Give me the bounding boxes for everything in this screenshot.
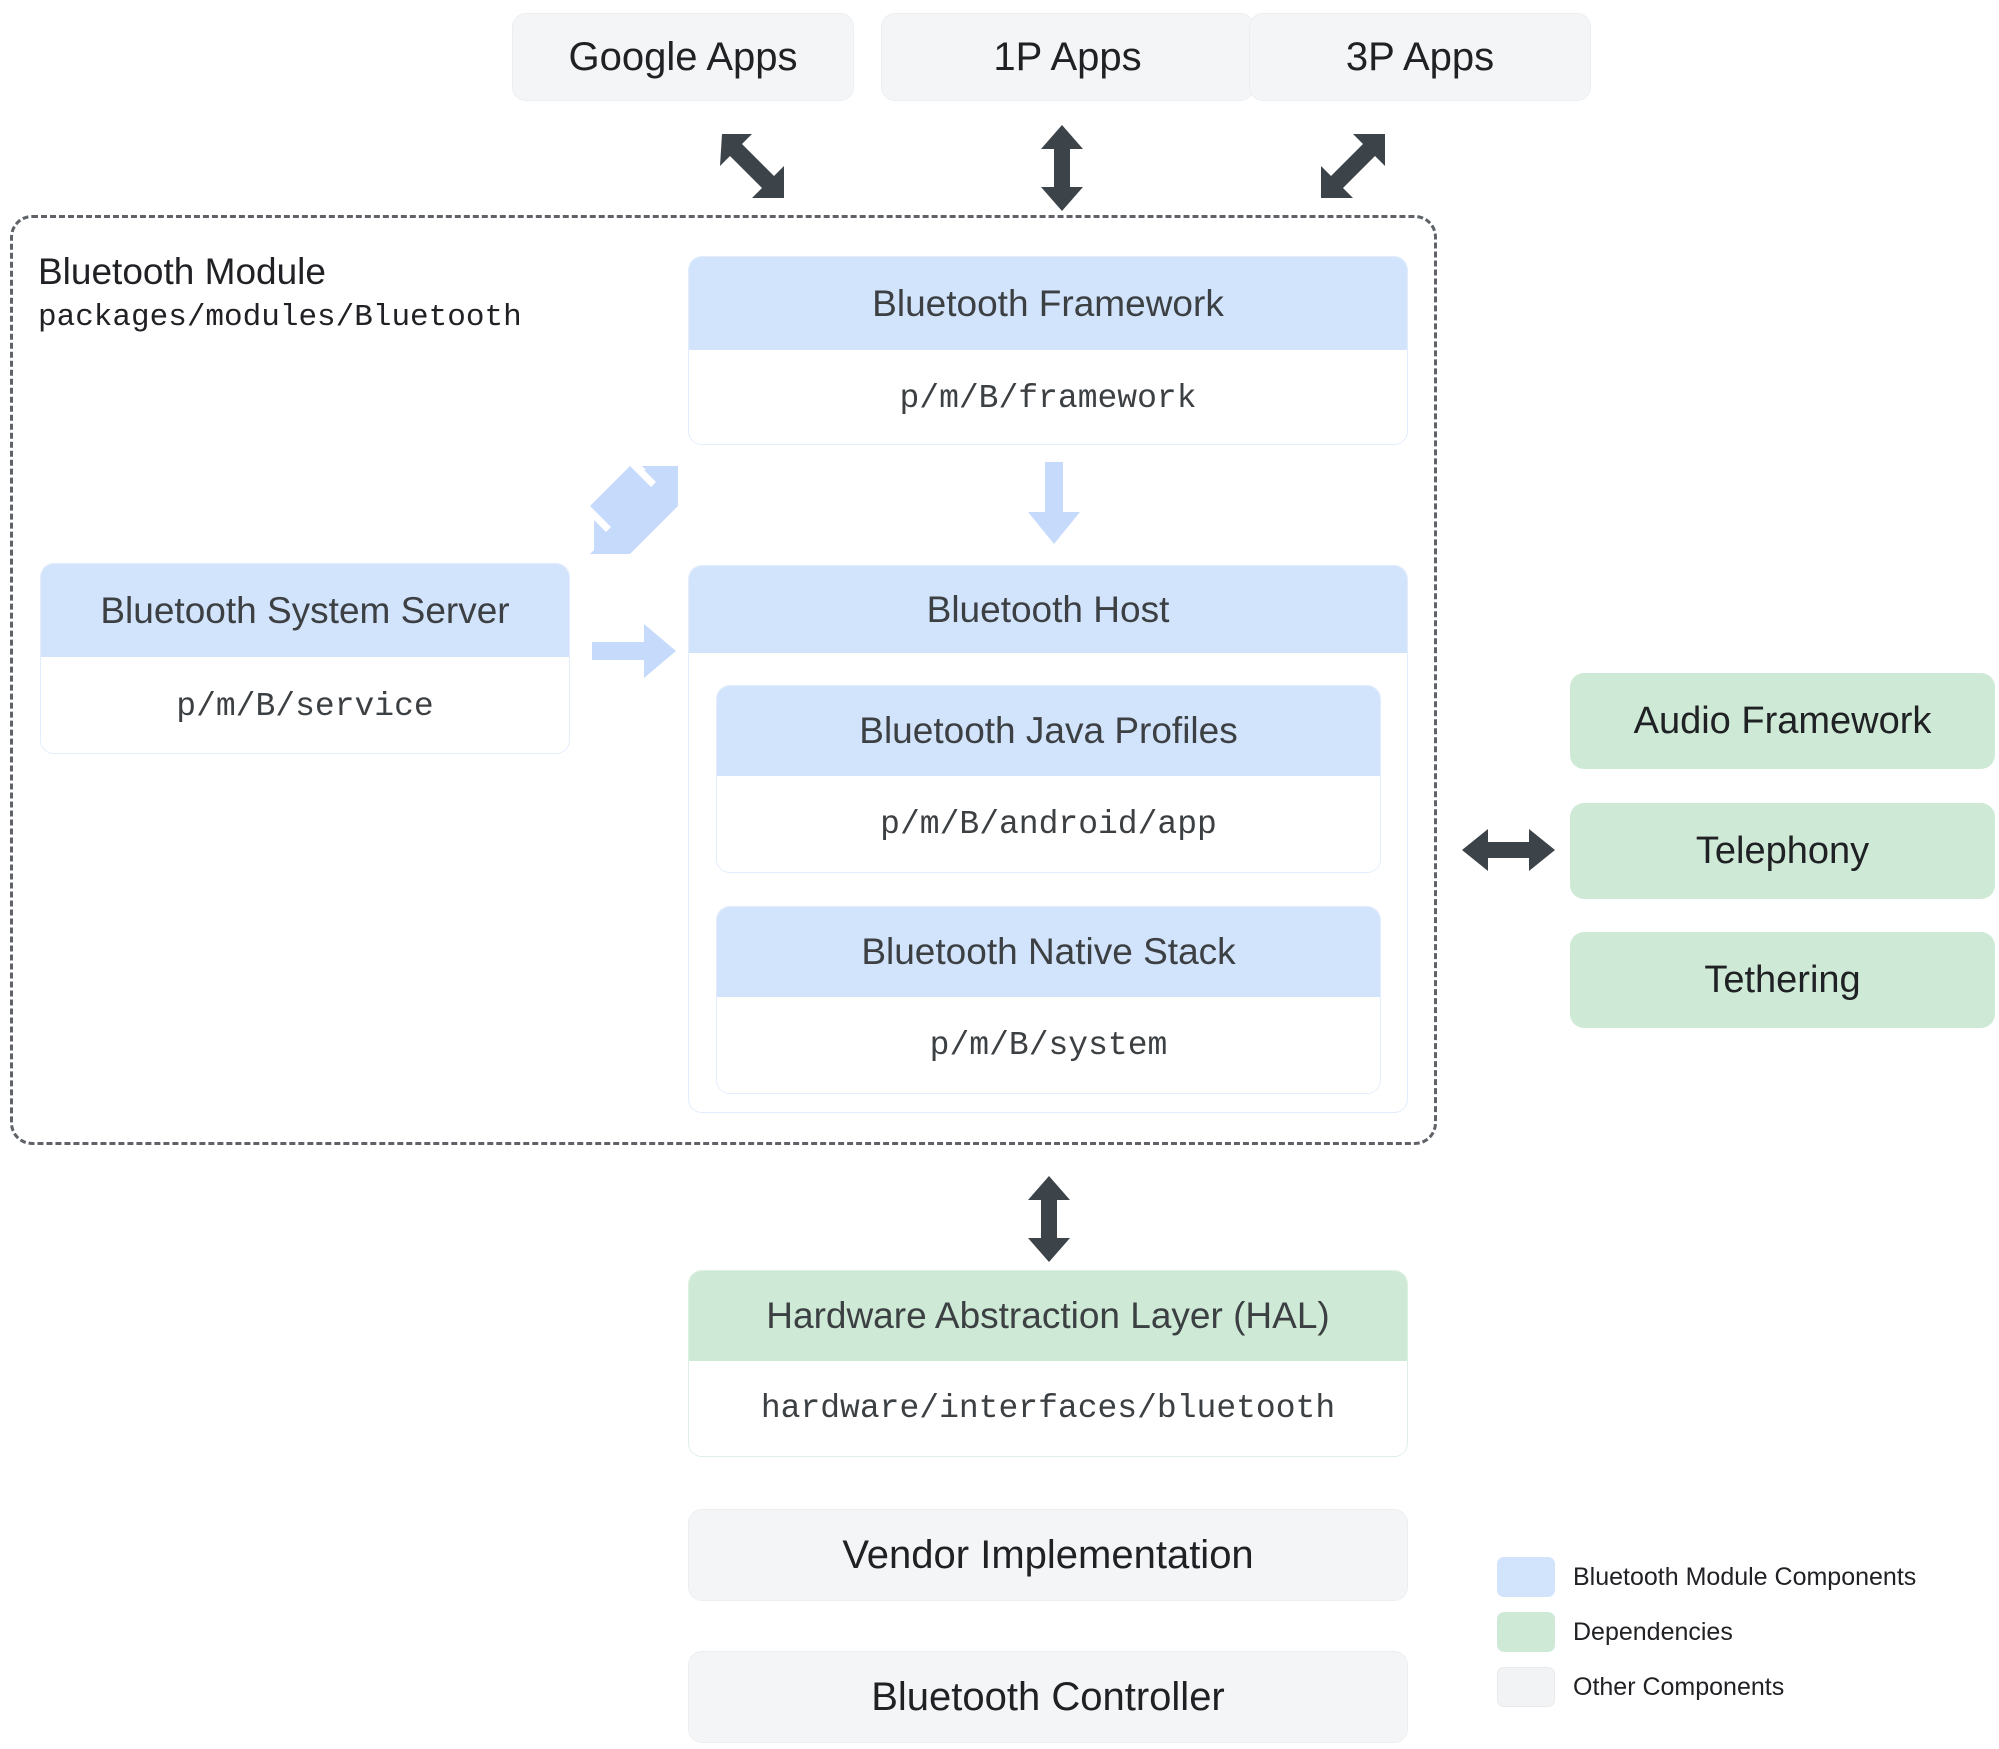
dependency-box-telephony-label: Telephony <box>1695 829 1870 872</box>
legend-label-other-components: Other Components <box>1573 1672 1785 1701</box>
arrow-google-apps-to-framework <box>720 134 784 198</box>
app-box-3p-apps-label: 3P Apps <box>1345 34 1495 79</box>
dependency-box-tethering-label: Tethering <box>1704 958 1861 1001</box>
bluetooth-module-container <box>10 215 1437 1145</box>
card-bluetooth-system-server-header: Bluetooth System Server <box>41 564 569 657</box>
card-bluetooth-framework-path-row: p/m/B/framework <box>689 350 1407 444</box>
card-hardware-abstraction-layer-title: Hardware Abstraction Layer (HAL) <box>766 1295 1330 1336</box>
legend-swatch-blue <box>1497 1557 1555 1597</box>
box-vendor-implementation-label: Vendor Implementation <box>842 1532 1254 1577</box>
card-hardware-abstraction-layer-path: hardware/interfaces/bluetooth <box>760 1390 1336 1427</box>
card-bluetooth-native-stack-path: p/m/B/system <box>929 1026 1168 1064</box>
card-bluetooth-java-profiles-header: Bluetooth Java Profiles <box>717 686 1380 776</box>
card-bluetooth-system-server-path-row: p/m/B/service <box>41 657 569 753</box>
dependency-box-audio-framework[interactable]: Audio Framework <box>1570 673 1995 769</box>
card-bluetooth-host-header: Bluetooth Host <box>689 566 1407 653</box>
card-bluetooth-native-stack-title: Bluetooth Native Stack <box>861 931 1236 972</box>
box-bluetooth-controller-label: Bluetooth Controller <box>871 1674 1225 1719</box>
dependency-box-tethering[interactable]: Tethering <box>1570 932 1995 1028</box>
card-bluetooth-system-server-title: Bluetooth System Server <box>100 589 510 631</box>
legend-item-bluetooth-module-components: Bluetooth Module Components <box>1497 1556 1916 1598</box>
card-bluetooth-framework[interactable]: Bluetooth Framework p/m/B/framework <box>688 256 1408 445</box>
card-bluetooth-native-stack-path-row: p/m/B/system <box>717 997 1380 1093</box>
arrow-1p-apps-to-framework <box>1041 125 1083 211</box>
bluetooth-module-path: packages/modules/Bluetooth <box>38 300 522 335</box>
card-hardware-abstraction-layer[interactable]: Hardware Abstraction Layer (HAL) hardwar… <box>688 1270 1408 1457</box>
dependency-box-audio-framework-label: Audio Framework <box>1633 699 1932 742</box>
arrow-system-server-to-host <box>592 624 676 678</box>
card-bluetooth-native-stack[interactable]: Bluetooth Native Stack p/m/B/system <box>716 906 1381 1094</box>
legend-item-other-components: Other Components <box>1497 1666 1916 1708</box>
card-bluetooth-java-profiles-title: Bluetooth Java Profiles <box>859 710 1238 751</box>
arrow-framework-to-system-server-shaft <box>594 470 676 552</box>
legend-item-dependencies: Dependencies <box>1497 1611 1916 1653</box>
app-box-3p-apps[interactable]: 3P Apps <box>1249 13 1591 101</box>
arrow-module-to-hal <box>1028 1176 1070 1262</box>
arrow-3p-apps-to-framework <box>1321 134 1385 198</box>
box-bluetooth-controller[interactable]: Bluetooth Controller <box>688 1651 1408 1743</box>
card-bluetooth-native-stack-header: Bluetooth Native Stack <box>717 907 1380 997</box>
legend: Bluetooth Module Components Dependencies… <box>1497 1556 1916 1721</box>
card-bluetooth-framework-title: Bluetooth Framework <box>872 282 1224 324</box>
app-box-1p-apps-label: 1P Apps <box>993 34 1142 79</box>
card-bluetooth-system-server[interactable]: Bluetooth System Server p/m/B/service <box>40 563 570 754</box>
legend-label-dependencies: Dependencies <box>1573 1617 1733 1646</box>
app-box-google-apps-label: Google Apps <box>568 34 798 79</box>
app-box-google-apps[interactable]: Google Apps <box>512 13 854 101</box>
card-bluetooth-host-title: Bluetooth Host <box>926 588 1170 630</box>
card-bluetooth-framework-header: Bluetooth Framework <box>689 257 1407 350</box>
card-bluetooth-framework-path: p/m/B/framework <box>899 379 1197 417</box>
legend-label-bluetooth-module-components: Bluetooth Module Components <box>1573 1562 1917 1591</box>
legend-swatch-green <box>1497 1612 1555 1652</box>
legend-swatch-grey <box>1497 1667 1555 1707</box>
app-box-1p-apps[interactable]: 1P Apps <box>881 13 1254 101</box>
card-bluetooth-java-profiles-path: p/m/B/android/app <box>880 805 1217 843</box>
card-bluetooth-system-server-path: p/m/B/service <box>176 687 434 725</box>
arrow-host-to-dependencies <box>1462 829 1555 871</box>
bluetooth-module-title: Bluetooth Module <box>38 251 326 292</box>
card-hardware-abstraction-layer-path-row: hardware/interfaces/bluetooth <box>689 1361 1407 1456</box>
card-hardware-abstraction-layer-header: Hardware Abstraction Layer (HAL) <box>689 1271 1407 1361</box>
card-bluetooth-java-profiles[interactable]: Bluetooth Java Profiles p/m/B/android/ap… <box>716 685 1381 873</box>
box-vendor-implementation[interactable]: Vendor Implementation <box>688 1509 1408 1601</box>
card-bluetooth-java-profiles-path-row: p/m/B/android/app <box>717 776 1380 872</box>
arrow-framework-to-host <box>1028 462 1080 544</box>
dependency-box-telephony[interactable]: Telephony <box>1570 803 1995 899</box>
